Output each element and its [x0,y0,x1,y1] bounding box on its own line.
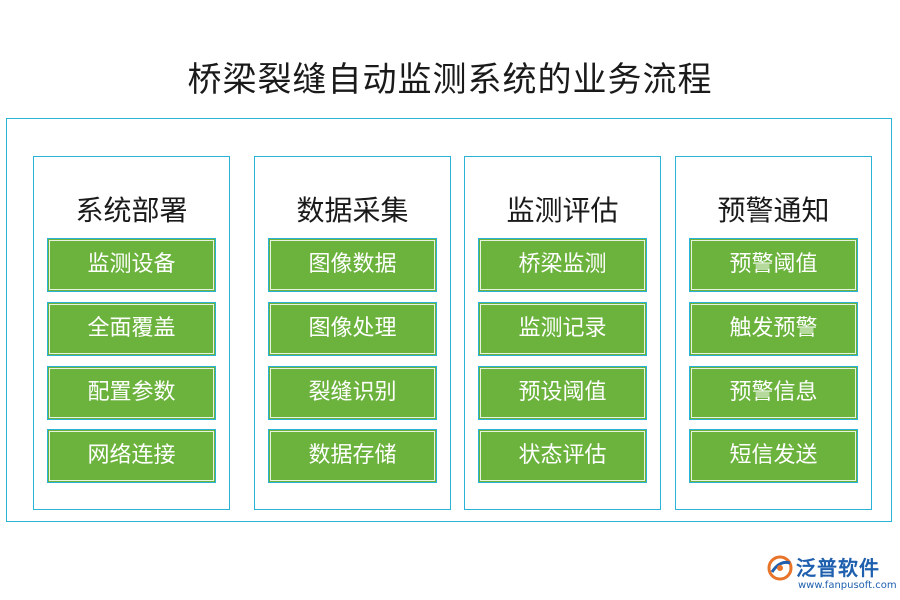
column-title: 监测评估 [506,194,619,227]
column-collect: 数据采集 图像数据 图像处理 裂缝识别 数据存储 [254,156,451,510]
brand-logo: 泛普软件 www.fanpusoft.com [766,552,897,598]
step-box: 预警信息 [689,366,858,420]
step-box: 网络连接 [47,429,216,483]
step-box: 触发预警 [689,302,858,356]
diagram-frame [6,118,892,522]
step-box: 桥梁监测 [478,238,647,292]
step-box: 图像处理 [268,302,437,356]
column-title: 系统部署 [75,194,188,227]
step-box: 监测记录 [478,302,647,356]
step-box: 预设阈值 [478,366,647,420]
column-title: 数据采集 [296,194,409,227]
brand-name: 泛普软件 [796,556,880,580]
step-box: 裂缝识别 [268,366,437,420]
column-alert: 预警通知 预警阈值 触发预警 预警信息 短信发送 [675,156,872,510]
step-box: 状态评估 [478,429,647,483]
step-box: 预警阈值 [689,238,858,292]
column-title: 预警通知 [717,194,830,227]
step-box: 监测设备 [47,238,216,292]
page-title: 桥梁裂缝自动监测系统的业务流程 [187,60,713,100]
step-box: 短信发送 [689,429,858,483]
column-evaluate: 监测评估 桥梁监测 监测记录 预设阈值 状态评估 [464,156,661,510]
column-deploy: 系统部署 监测设备 全面覆盖 配置参数 网络连接 [33,156,230,510]
step-box: 数据存储 [268,429,437,483]
brand-url: www.fanpusoft.com [798,580,897,591]
step-box: 图像数据 [268,238,437,292]
step-box: 全面覆盖 [47,302,216,356]
step-box: 配置参数 [47,366,216,420]
fanpu-logo-icon [767,555,793,581]
